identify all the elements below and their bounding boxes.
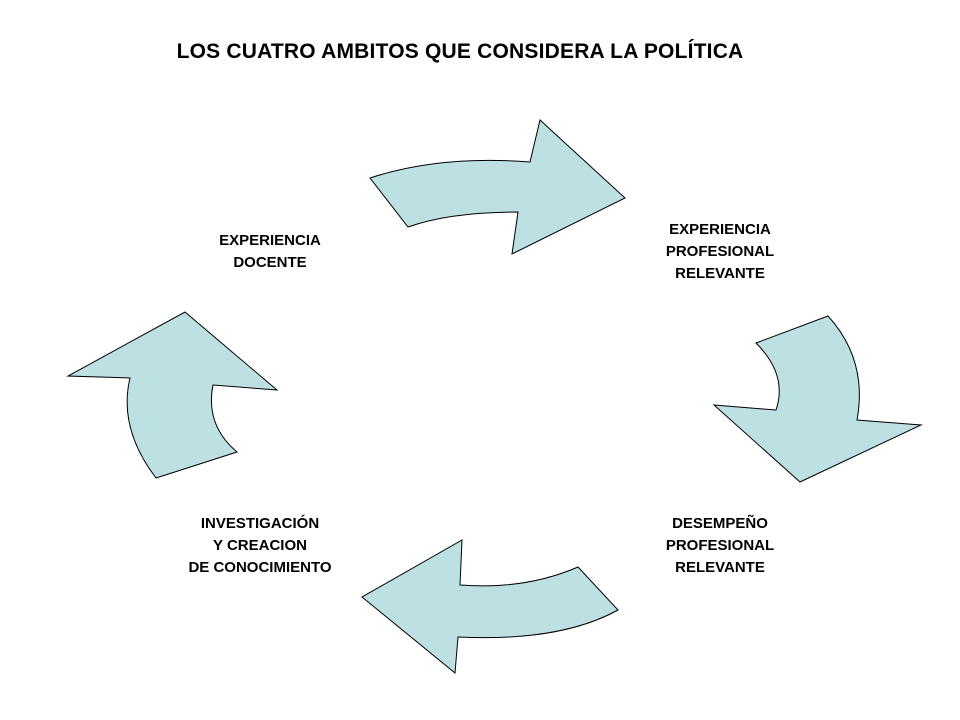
page-title: LOS CUATRO AMBITOS QUE CONSIDERA LA POLÍ…	[176, 40, 744, 63]
node-line: RELEVANTE	[675, 265, 765, 282]
node-line: DOCENTE	[233, 254, 307, 271]
arrow-left	[66, 311, 279, 479]
node-investigacion: INVESTIGACIÓN Y CREACION DE CONOCIMIENTO	[140, 513, 380, 579]
node-line: EXPERIENCIA	[669, 221, 771, 238]
node-line: EXPERIENCIA	[219, 232, 321, 249]
node-line: Y CREACION	[213, 537, 307, 554]
arrow-bottom	[361, 539, 619, 674]
node-line: PROFESIONAL	[665, 537, 775, 554]
node-line: DE CONOCIMIENTO	[188, 559, 332, 576]
node-line: PROFESIONAL	[665, 243, 775, 260]
node-experiencia-profesional: EXPERIENCIA PROFESIONAL RELEVANTE	[620, 219, 820, 285]
node-line: RELEVANTE	[675, 559, 765, 576]
node-experiencia-docente: EXPERIENCIA DOCENTE	[170, 230, 370, 274]
node-line: INVESTIGACIÓN	[200, 515, 320, 532]
node-desempeno-profesional: DESEMPEÑO PROFESIONAL RELEVANTE	[620, 513, 820, 579]
arrow-top	[369, 119, 626, 255]
arrow-right	[712, 315, 923, 483]
node-line: DESEMPEÑO	[672, 515, 768, 532]
